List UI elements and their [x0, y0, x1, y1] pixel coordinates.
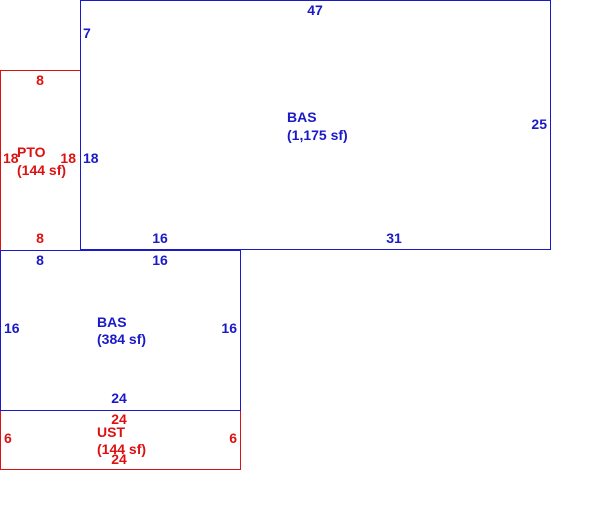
bas-lower-dim-left: 16: [4, 320, 20, 336]
bas-main-dim-left-lower: 18: [83, 150, 99, 166]
bas-main-outline: [80, 0, 551, 250]
bas-main-dim-right: 25: [531, 116, 547, 132]
pto-dim-top: 8: [36, 72, 44, 88]
bas-main-dim-bottom-right: 31: [386, 230, 402, 246]
pto-dim-bottom: 8: [36, 230, 44, 246]
ust-area: (144 sf): [97, 441, 146, 457]
ust-dim-top: 24: [111, 411, 127, 427]
bas-lower-dim-bottom: 24: [111, 390, 127, 406]
bas-main-label: BAS: [287, 109, 317, 125]
pto-dim-right: 18: [60, 150, 76, 166]
pto-area: (144 sf): [17, 162, 66, 178]
pto-dim-left: 18: [3, 150, 19, 166]
ust-label: UST: [97, 424, 125, 440]
bas-lower-label: BAS: [97, 314, 127, 330]
ust-dim-right: 6: [229, 430, 237, 446]
ust-dim-bottom: 24: [111, 451, 127, 467]
ust-dim-left: 6: [4, 430, 12, 446]
bas-lower-dim-top-left: 8: [36, 252, 44, 268]
bas-lower-dim-top-right: 16: [152, 252, 168, 268]
bas-lower-outline: [0, 250, 241, 411]
bas-lower-area: (384 sf): [97, 331, 146, 347]
pto-label: PTO: [17, 144, 46, 160]
bas-main-dim-left-upper: 7: [83, 25, 91, 41]
bas-main-dim-bottom-left: 16: [152, 230, 168, 246]
bas-main-dim-top: 47: [307, 2, 323, 18]
bas-main-area: (1,175 sf): [287, 127, 348, 143]
bas-lower-dim-right: 16: [221, 320, 237, 336]
